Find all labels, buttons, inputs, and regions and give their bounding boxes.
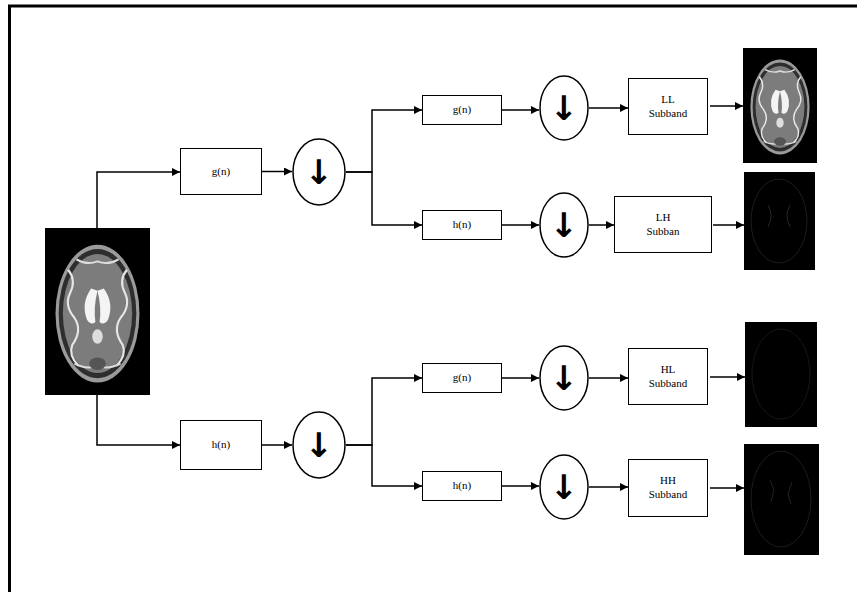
filter-box: g(n) — [180, 148, 262, 195]
box-label: h(n) — [212, 438, 230, 452]
circle-shape — [293, 412, 345, 478]
signal-arrow — [262, 444, 292, 446]
circle-shape — [540, 76, 588, 140]
downsample-circle: ↓ — [292, 411, 346, 479]
signal-arrow — [502, 377, 539, 379]
downsample-symbol: ↓ — [550, 361, 579, 395]
input-line — [97, 395, 180, 445]
box-label: h(n) — [453, 218, 471, 232]
signal-arrow — [262, 171, 292, 173]
circle-shape — [540, 193, 588, 257]
signal-arrow — [346, 172, 422, 225]
input-line — [97, 172, 180, 228]
frame-line — [8, 5, 11, 592]
box-label: HH Subband — [644, 474, 692, 502]
signal-arrow — [346, 378, 422, 445]
signal-arrow — [589, 377, 628, 379]
downsample-symbol: ↓ — [305, 428, 334, 462]
ll-image — [743, 48, 817, 163]
downsample-circle: ↓ — [539, 192, 589, 258]
signal-arrow — [589, 107, 628, 109]
circle-shape — [540, 346, 588, 410]
input-image — [45, 228, 150, 395]
signal-arrow — [589, 486, 628, 488]
circle-shape — [540, 455, 588, 519]
box-label: g(n) — [453, 371, 471, 385]
output-line — [710, 487, 744, 489]
output-line — [710, 376, 745, 378]
filter-box: h(n) — [422, 471, 502, 501]
signal-arrow — [502, 485, 539, 487]
output-line — [710, 105, 743, 107]
filter-box: h(n) — [180, 420, 262, 470]
frame-line — [8, 5, 857, 8]
downsample-circle: ↓ — [539, 454, 589, 520]
downsample-circle: ↓ — [539, 75, 589, 141]
box-label: LH Subban — [639, 211, 687, 239]
downsample-symbol: ↓ — [550, 208, 579, 242]
downsample-symbol: ↓ — [305, 155, 334, 189]
output-line — [713, 224, 744, 226]
signal-arrow — [502, 109, 539, 111]
box-label: HL Subband — [644, 363, 692, 391]
filter-box: g(n) — [422, 95, 502, 125]
box-label: h(n) — [453, 479, 471, 493]
downsample-circle: ↓ — [539, 345, 589, 411]
filter-box: LH Subban — [614, 196, 712, 253]
hl-image — [745, 322, 817, 427]
downsample-symbol: ↓ — [550, 470, 579, 504]
signal-arrow — [346, 445, 422, 486]
box-label: g(n) — [212, 165, 230, 179]
filter-box: HL Subband — [628, 348, 708, 405]
lh-image — [744, 172, 815, 270]
box-label: g(n) — [453, 103, 471, 117]
signal-arrow — [502, 224, 539, 226]
downsample-symbol: ↓ — [550, 91, 579, 125]
downsample-circle: ↓ — [292, 138, 346, 206]
filter-box: HH Subband — [628, 459, 708, 517]
signal-arrow — [589, 224, 614, 226]
circle-shape — [293, 139, 345, 205]
filter-box: g(n) — [422, 363, 502, 393]
filter-box: LL Subband — [628, 78, 708, 135]
signal-arrow — [346, 110, 422, 172]
filter-box: h(n) — [422, 210, 502, 240]
hh-image — [744, 444, 819, 555]
box-label: LL Subband — [644, 93, 692, 121]
